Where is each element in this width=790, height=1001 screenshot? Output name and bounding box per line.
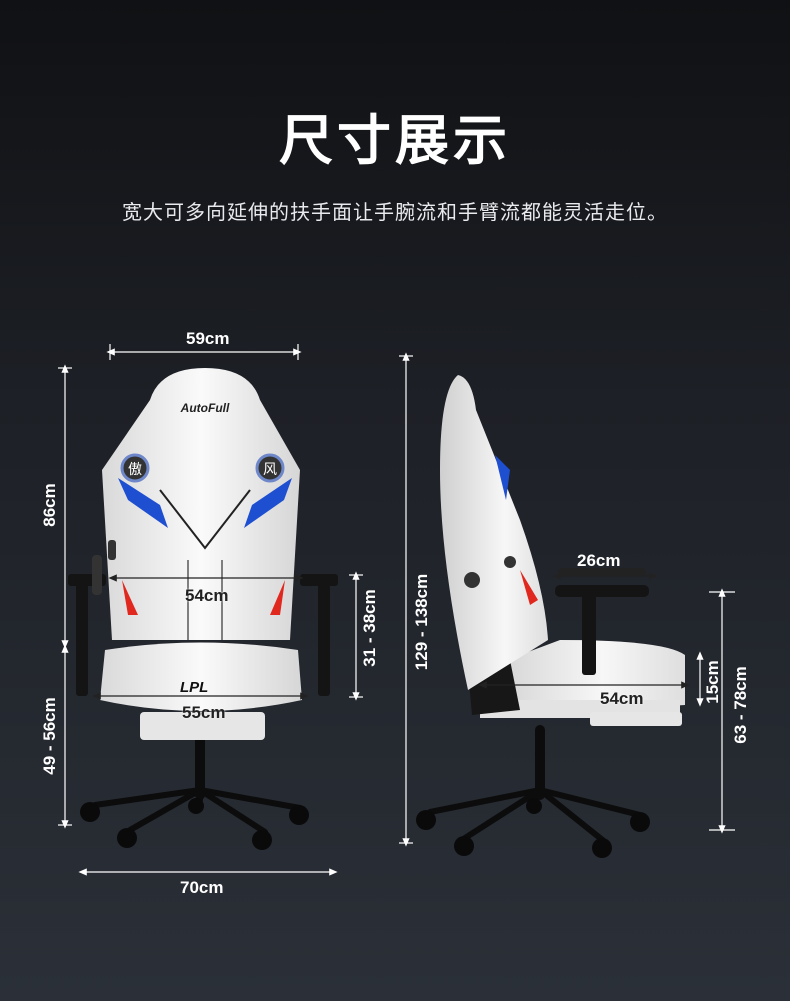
label-backrest-width: 59cm xyxy=(186,329,230,348)
front-armrests xyxy=(68,540,338,696)
label-backrest-height: 86cm xyxy=(40,483,59,527)
badge-right: 风 xyxy=(255,453,285,483)
side-backrest xyxy=(440,375,548,690)
dimension-lines xyxy=(58,344,735,876)
front-red-stripe-right xyxy=(270,580,285,615)
label-armrest-floor-height: 63 - 78cm xyxy=(731,666,750,744)
label-armrest-height: 31 - 38cm xyxy=(360,589,379,667)
brand-logo: AutoFull xyxy=(180,401,230,415)
side-seat xyxy=(480,640,685,712)
side-footrest xyxy=(590,712,682,726)
label-armrest-width: 26cm xyxy=(577,551,621,570)
seat-logo: LPL xyxy=(180,679,208,696)
svg-text:风: 风 xyxy=(263,462,277,478)
front-chair: LPL 傲 风 AutoFull xyxy=(68,368,338,850)
label-seat-width: 55cm xyxy=(182,703,226,722)
front-red-stripe-left xyxy=(122,580,138,615)
front-chair-casters xyxy=(80,798,309,850)
side-chair xyxy=(416,375,685,858)
page-subtitle: 宽大可多向延伸的扶手面让手腕流和手臂流都能灵活走位。 xyxy=(122,202,668,224)
side-chair-casters xyxy=(416,798,650,858)
front-footrest xyxy=(140,712,265,740)
label-inner-width: 54cm xyxy=(185,586,229,605)
front-blue-stripe-right xyxy=(244,478,292,528)
badge-left: 傲 xyxy=(120,453,150,483)
front-blue-stripe-left xyxy=(118,478,168,528)
page-title: 尺寸展示 xyxy=(279,111,511,171)
label-base-width: 70cm xyxy=(180,878,224,897)
label-total-height: 129 - 138cm xyxy=(412,573,431,671)
front-backrest xyxy=(102,368,300,640)
front-chair-base xyxy=(92,735,303,835)
label-seat-height: 49 - 56cm xyxy=(40,697,59,775)
label-seat-depth: 54cm xyxy=(600,689,644,708)
front-seat xyxy=(100,642,302,711)
svg-text:傲: 傲 xyxy=(128,462,142,478)
label-armrest-lift: 15cm xyxy=(703,660,722,704)
dimension-lines-dark xyxy=(92,572,690,700)
front-chevron-line xyxy=(159,489,251,550)
side-chair-base xyxy=(427,725,643,845)
